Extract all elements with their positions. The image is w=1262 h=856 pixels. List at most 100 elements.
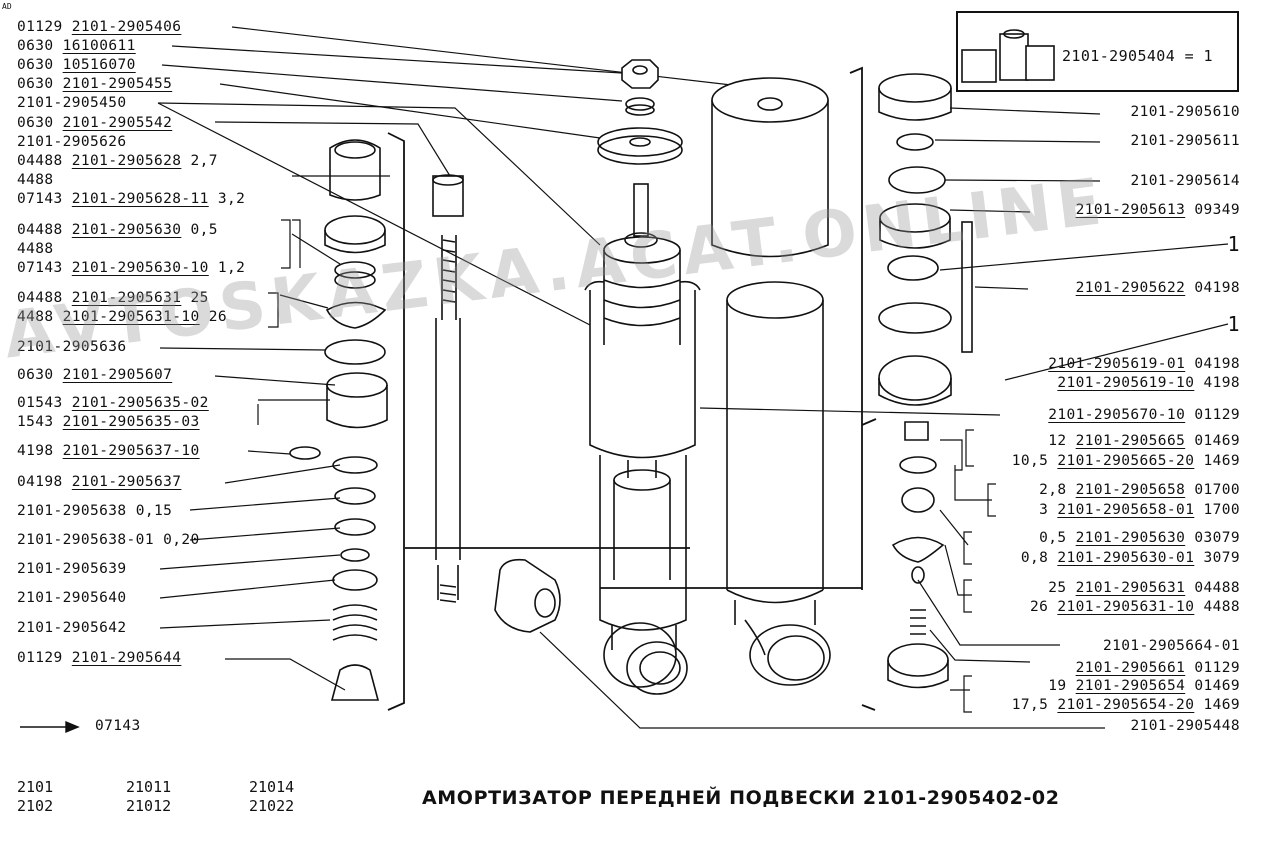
label-code: 1543 xyxy=(17,414,54,430)
right-label: 10,5 2101-2905665-20 1469 xyxy=(1012,453,1240,470)
left-label: 04488 2101-2905631 25 xyxy=(17,290,209,307)
page-title: АМОРТИЗАТОР ПЕРЕДНЕЙ ПОДВЕСКИ 2101-29054… xyxy=(422,787,1060,809)
label-value: 19 xyxy=(1048,678,1067,694)
damper-body xyxy=(584,183,701,695)
model-2102: 2102 xyxy=(17,797,54,815)
part-number: 2101-2905630 xyxy=(1075,530,1186,546)
model-2101: 2101 xyxy=(17,778,54,796)
part-number: 2101-2905630-01 xyxy=(1057,550,1195,566)
label-code: 01129 xyxy=(17,650,63,666)
label-value: 12 xyxy=(1048,433,1067,449)
part-number: 2101-2905631-10 xyxy=(62,309,200,325)
label-code: 04198 xyxy=(1194,280,1240,296)
part-number: 2101-2905644 xyxy=(71,650,182,666)
label-code: 01129 xyxy=(1194,660,1240,676)
label-code: 4488 xyxy=(17,309,54,325)
part-number: 2101-2905654-20 xyxy=(1057,697,1195,713)
part-number: 2101-2905664-01 xyxy=(1103,638,1240,654)
part-number: 2101-2905661 xyxy=(1075,660,1186,676)
part-number: 2101-2905642 xyxy=(17,620,127,636)
label-code: 0630 xyxy=(17,367,54,383)
part-number: 2101-2905639 xyxy=(17,561,127,577)
assembly-inset xyxy=(956,11,1239,92)
label-code: 0630 xyxy=(17,76,54,92)
left-label: 2101-2905636 xyxy=(17,339,127,356)
right-label: 2,8 2101-2905658 01700 xyxy=(1039,482,1240,499)
label-code: 01469 xyxy=(1194,678,1240,694)
right-label: 2101-2905614 xyxy=(1130,173,1240,190)
label-code: 1469 xyxy=(1203,453,1240,469)
left-label: 0630 10516070 xyxy=(17,57,136,74)
arrow-legend xyxy=(20,720,80,734)
part-number: 2101-2905614 xyxy=(1130,173,1240,189)
piston-rod xyxy=(432,174,464,603)
part-number: 2101-2905455 xyxy=(62,76,173,92)
label-value: 1,2 xyxy=(217,260,246,276)
label-value: 0,15 xyxy=(135,503,173,519)
part-number: 2101-2905448 xyxy=(1130,718,1240,734)
label-code: 01129 xyxy=(17,19,63,35)
left-label: 01129 2101-2905406 xyxy=(17,19,181,36)
right-label: 19 2101-2905654 01469 xyxy=(1048,678,1240,695)
label-value: 17,5 xyxy=(1011,697,1049,713)
label-code: 4488 xyxy=(1203,599,1240,615)
part-number: 2101-2905631-10 xyxy=(1057,599,1195,615)
right-label: 2101-2905619-01 04198 xyxy=(1048,356,1240,373)
part-number: 16100611 xyxy=(62,38,136,54)
label-value: 10,5 xyxy=(1011,453,1049,469)
right-label: 12 2101-2905665 01469 xyxy=(1048,433,1240,450)
part-number: 2101-2905610 xyxy=(1130,104,1240,120)
left-label: 04488 2101-2905628 2,7 xyxy=(17,153,218,170)
label-code: 0630 xyxy=(17,57,54,73)
left-label: 0630 2101-2905542 xyxy=(17,115,172,132)
part-number: 2101-2905406 xyxy=(71,19,182,35)
model-21012: 21012 xyxy=(126,797,172,815)
left-label: 07143 2101-2905628-11 3,2 xyxy=(17,191,245,208)
label-value: 0,5 xyxy=(190,222,218,238)
left-label: 1543 2101-2905635-03 xyxy=(17,414,200,431)
part-number: 2101-2905631 xyxy=(1075,580,1186,596)
right-label: 2101-2905619-10 4198 xyxy=(1057,375,1240,392)
part-number: 2101-2905628-11 xyxy=(71,191,209,207)
left-label: 01129 2101-2905644 xyxy=(17,650,181,667)
left-label: 4488 2101-2905631-10 26 xyxy=(17,309,227,326)
model-21014: 21014 xyxy=(249,778,295,796)
left-label: 2101-2905638-01 0,20 xyxy=(17,532,200,549)
left-label: 0630 2101-2905607 xyxy=(17,367,172,384)
right-label: 1 xyxy=(1228,314,1240,334)
arrow-label: 07143 xyxy=(95,718,141,734)
right-label: 2101-2905670-10 01129 xyxy=(1048,407,1240,424)
label-code: 04198 xyxy=(17,474,63,490)
right-label: 3 2101-2905658-01 1700 xyxy=(1039,502,1240,519)
label-code: 04198 xyxy=(1194,356,1240,372)
part-number: 10516070 xyxy=(62,57,136,73)
leader-lines-right xyxy=(699,107,1229,691)
right-label: 2101-2905661 01129 xyxy=(1076,660,1240,677)
part-number: 2101-2905622 xyxy=(1075,280,1186,296)
part-number: 2101-2905626 xyxy=(17,134,127,150)
part-number: 2101-2905635-03 xyxy=(62,414,200,430)
label-value: 0,5 xyxy=(1039,530,1067,546)
part-number: 2101-2905628 xyxy=(71,153,182,169)
left-label: 04198 2101-2905637 xyxy=(17,474,181,491)
left-label: 2101-2905638 0,15 xyxy=(17,503,172,520)
label-value: 0,8 xyxy=(1020,550,1049,566)
part-number: 2101-2905654 xyxy=(1075,678,1186,694)
top-nut xyxy=(597,59,683,165)
right-label: 26 2101-2905631-10 4488 xyxy=(1030,599,1240,616)
leader-lines xyxy=(157,26,1105,729)
label-value: 25 xyxy=(190,290,209,306)
bushing xyxy=(494,558,561,633)
label-code: 04488 xyxy=(17,290,63,306)
inset-drawing xyxy=(961,29,1055,83)
part-number: 2101-2905613 xyxy=(1075,202,1186,218)
left-label: 2101-2905640 xyxy=(17,590,127,607)
part-number: 2101-2905636 xyxy=(17,339,127,355)
part-number: 2101-2905637 xyxy=(71,474,182,490)
part-number: 2101-2905640 xyxy=(17,590,127,606)
right-label: 0,8 2101-2905630-01 3079 xyxy=(1021,550,1240,567)
label-value: 0,20 xyxy=(163,532,200,548)
part-number: 2101-2905450 xyxy=(17,95,127,111)
model-21022: 21022 xyxy=(249,797,295,815)
